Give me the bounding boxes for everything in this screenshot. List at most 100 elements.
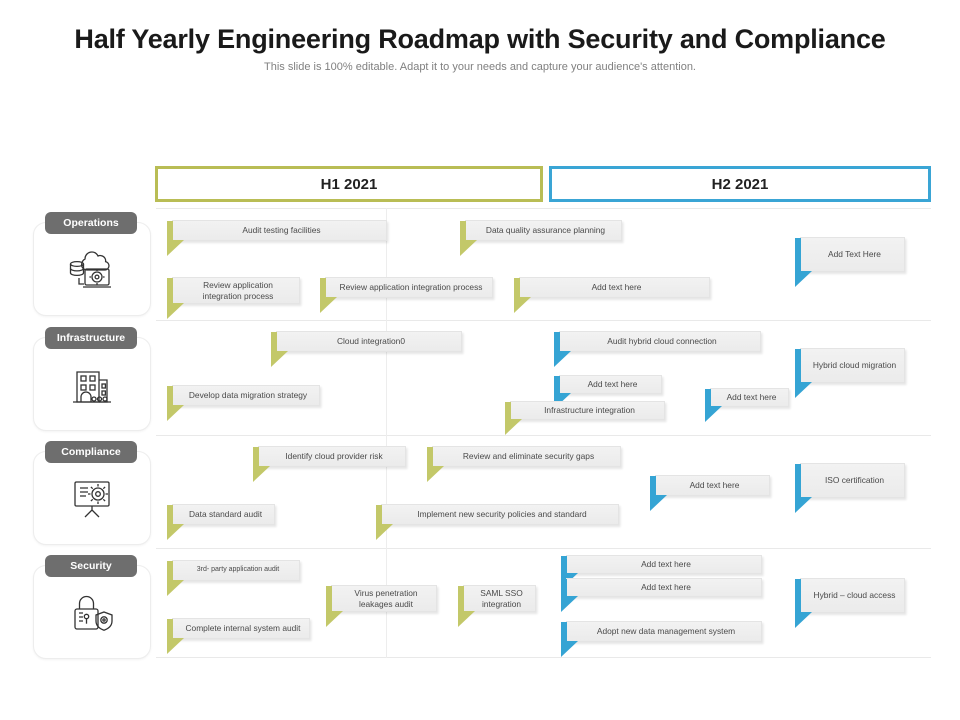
task-flag-tip [561,641,578,657]
task-flag-stem [554,376,560,393]
row-separator [156,435,931,436]
task-card[interactable]: Add text here [705,388,789,422]
task-card[interactable]: Complete internal system audit [167,618,310,654]
task-flag-stem [795,238,801,271]
task-flag-tip [167,303,184,319]
category-chip-infrastructure[interactable]: Infrastructure [45,327,137,349]
task-flag-stem [650,476,656,495]
task-flag-tip [795,612,812,628]
task-flag-stem [795,579,801,612]
task-label: Review application integration process [202,280,274,301]
task-label: Audit testing facilities [242,225,321,236]
task-card[interactable]: Audit hybrid cloud connection [554,331,761,367]
task-flag-stem [271,332,277,351]
task-card[interactable]: Add Text Here [795,237,905,287]
task-label: Data standard audit [188,509,263,520]
task-flag-stem [561,579,567,596]
task-card[interactable]: Add text here [561,578,762,612]
task-label: Complete internal system audit [185,623,301,634]
tab-h2-label: H2 2021 [711,175,769,193]
task-card[interactable]: Virus penetration leakages audit [326,585,437,627]
task-flag-tip [320,297,337,313]
task-flag-tip [514,297,531,313]
task-card[interactable]: Data standard audit [167,504,275,540]
task-flag-stem [167,386,173,405]
task-card[interactable]: ISO certification [795,463,905,513]
category-card-operations[interactable] [33,222,151,316]
task-card[interactable]: Implement new security policies and stan… [376,504,619,540]
task-card[interactable]: Add text here [554,375,662,409]
task-card[interactable]: Adopt new data management system [561,621,762,657]
category-label: Operations [63,217,119,229]
category-label: Infrastructure [56,332,126,344]
task-card[interactable]: Identify cloud provider risk [253,446,406,482]
task-card[interactable]: Add text here [514,277,710,313]
page-title: Half Yearly Engineering Roadmap with Sec… [74,24,886,54]
task-flag-stem [795,464,801,497]
task-card[interactable]: Add text here [650,475,770,511]
task-flag-stem [167,278,173,303]
task-flag-stem [320,278,326,297]
task-flag-tip [167,405,184,421]
task-label: ISO certification [824,475,885,486]
task-card[interactable]: Cloud integration0 [271,331,462,367]
task-card[interactable]: Infrastructure integration [505,401,665,435]
task-label: Hybrid cloud migration [812,360,897,371]
task-card[interactable]: Audit testing facilities [167,220,387,256]
task-card[interactable]: Review application integration process [167,277,300,319]
task-flag-stem [376,505,382,524]
task-flag-stem [458,586,464,611]
task-flag-tip [795,497,812,513]
category-card-security[interactable] [33,565,151,659]
task-label: Develop data migration strategy [188,390,308,401]
task-label: Add Text Here [828,249,881,260]
task-card[interactable]: Add text here [561,555,762,589]
task-flag-tip [167,240,184,256]
task-label: Hybrid – cloud access [813,590,896,601]
period-column-divider [386,208,387,658]
category-label: Compliance [61,446,121,458]
task-flag-tip [554,351,571,367]
task-card[interactable]: Develop data migration strategy [167,385,320,421]
category-card-compliance[interactable] [33,451,151,545]
task-label: Infrastructure integration [544,405,635,416]
row-separator [156,320,931,321]
task-label: 3rd- party application audit [196,566,280,574]
task-card[interactable]: Hybrid – cloud access [795,578,905,628]
task-flag-stem [554,332,560,351]
task-label: Adopt new data management system [596,626,736,637]
task-card[interactable]: 3rd- party application audit [167,560,300,596]
task-flag-tip [253,466,270,482]
task-label: Add text here [591,282,642,293]
task-flag-stem [167,221,173,240]
tab-h2-2021[interactable]: H2 2021 [549,166,931,202]
category-chip-operations[interactable]: Operations [45,212,137,234]
task-label: Implement new security policies and stan… [417,509,587,520]
task-label: SAML SSO integration [480,588,523,609]
task-card[interactable]: Review application integration process [320,277,493,313]
category-chip-security[interactable]: Security [45,555,137,577]
task-card[interactable]: Review and eliminate security gaps [427,446,621,482]
tab-h1-2021[interactable]: H1 2021 [155,166,543,202]
task-card[interactable]: Hybrid cloud migration [795,348,905,398]
task-flag-stem [326,586,332,611]
task-flag-stem [561,556,567,573]
task-flag-tip [505,419,522,435]
task-label: Add text here [587,379,638,390]
task-card[interactable]: Data quality assurance planning [460,220,622,256]
task-flag-tip [705,406,722,422]
task-label: Add text here [689,480,740,491]
category-chip-compliance[interactable]: Compliance [45,441,137,463]
row-separator [156,548,931,549]
cloud-database-icon [34,247,150,293]
task-label: Add text here [641,559,691,570]
row-separator [156,208,931,209]
task-flag-tip [167,580,184,596]
task-flag-stem [167,505,173,524]
task-label: Cloud integration0 [337,336,405,347]
task-card[interactable]: SAML SSO integration [458,585,536,627]
category-card-infrastructure[interactable] [33,337,151,431]
task-flag-tip [376,524,393,540]
task-flag-tip [167,638,184,654]
task-flag-stem [167,561,173,580]
